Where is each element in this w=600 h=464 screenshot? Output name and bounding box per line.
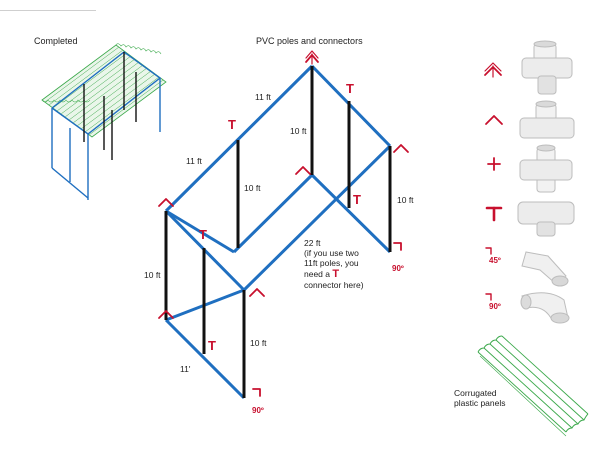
tee-marker: T — [208, 338, 216, 353]
thumbnail-poles — [83, 52, 137, 160]
legend-cross-icon — [487, 157, 501, 171]
angle-90-label: 90º — [392, 264, 404, 273]
front-right-post-label: 10 ft — [250, 338, 267, 348]
angle-90-label: 90º — [252, 406, 264, 415]
top-left-beam-label: 11 ft — [186, 156, 202, 166]
thumbnail-roof-panels — [41, 43, 167, 138]
angle-90-icon — [393, 242, 402, 251]
span-note-line-1: (if you use two — [304, 248, 359, 258]
span-length-label: 22 ft — [304, 238, 321, 248]
chevron-icon — [158, 198, 174, 207]
back-right-post-label: 10 ft — [397, 195, 414, 205]
legend-angle-90-label: 90º — [489, 302, 501, 311]
tee-marker: T — [353, 192, 361, 207]
thumbnail-beams — [51, 51, 162, 200]
span-note-line-3: need a T — [304, 268, 340, 280]
front-bottom-label: 11' — [180, 364, 191, 374]
tee-marker: T — [346, 81, 354, 96]
span-note-line-4: connector here) — [304, 280, 364, 290]
top-rule — [0, 10, 96, 11]
legend-angle-45-icon — [485, 247, 492, 255]
fitting-elbow45-icon — [521, 251, 569, 287]
completed-title: Completed — [34, 36, 78, 46]
legend-angle-45-label: 45º — [489, 256, 501, 265]
front-post-label: 10 ft — [144, 270, 161, 280]
fitting-tee-icon — [517, 201, 575, 237]
pvc-black-poles — [164, 66, 392, 398]
angle-90-icon — [252, 388, 261, 397]
frame-connector-markers — [158, 50, 409, 397]
fitting-elbow90-icon — [520, 292, 570, 324]
fitting-cross-icon — [519, 144, 573, 193]
corrugated-label: Corrugated plastic panels — [454, 388, 506, 408]
legend-tee-icon — [485, 206, 503, 222]
legend-angle-90-icon — [485, 293, 492, 301]
legend-double-chevron-icon — [484, 62, 502, 78]
legend-symbols — [484, 62, 503, 301]
legend-fittings — [517, 40, 575, 324]
fitting-5way-icon — [521, 40, 573, 95]
chevron-icon — [249, 288, 265, 297]
legend-chevron-icon — [485, 115, 503, 125]
back-center-post-label: 10 ft — [290, 126, 307, 136]
chevron-icon — [393, 144, 409, 153]
top-back-beam-label: 11 ft — [255, 92, 271, 102]
tee-marker: T — [228, 117, 236, 132]
fitting-4way-icon — [519, 100, 575, 139]
main-title: PVC poles and connectors — [256, 36, 363, 46]
span-note-line-2: 11ft poles, you — [304, 258, 359, 268]
middle-post-label: 10 ft — [244, 183, 261, 193]
corrugated-panel-icon — [477, 335, 589, 437]
completed-thumbnail — [41, 43, 167, 200]
chevron-icon — [158, 310, 174, 319]
chevron-icon — [295, 166, 311, 175]
tee-marker: T — [199, 227, 207, 242]
